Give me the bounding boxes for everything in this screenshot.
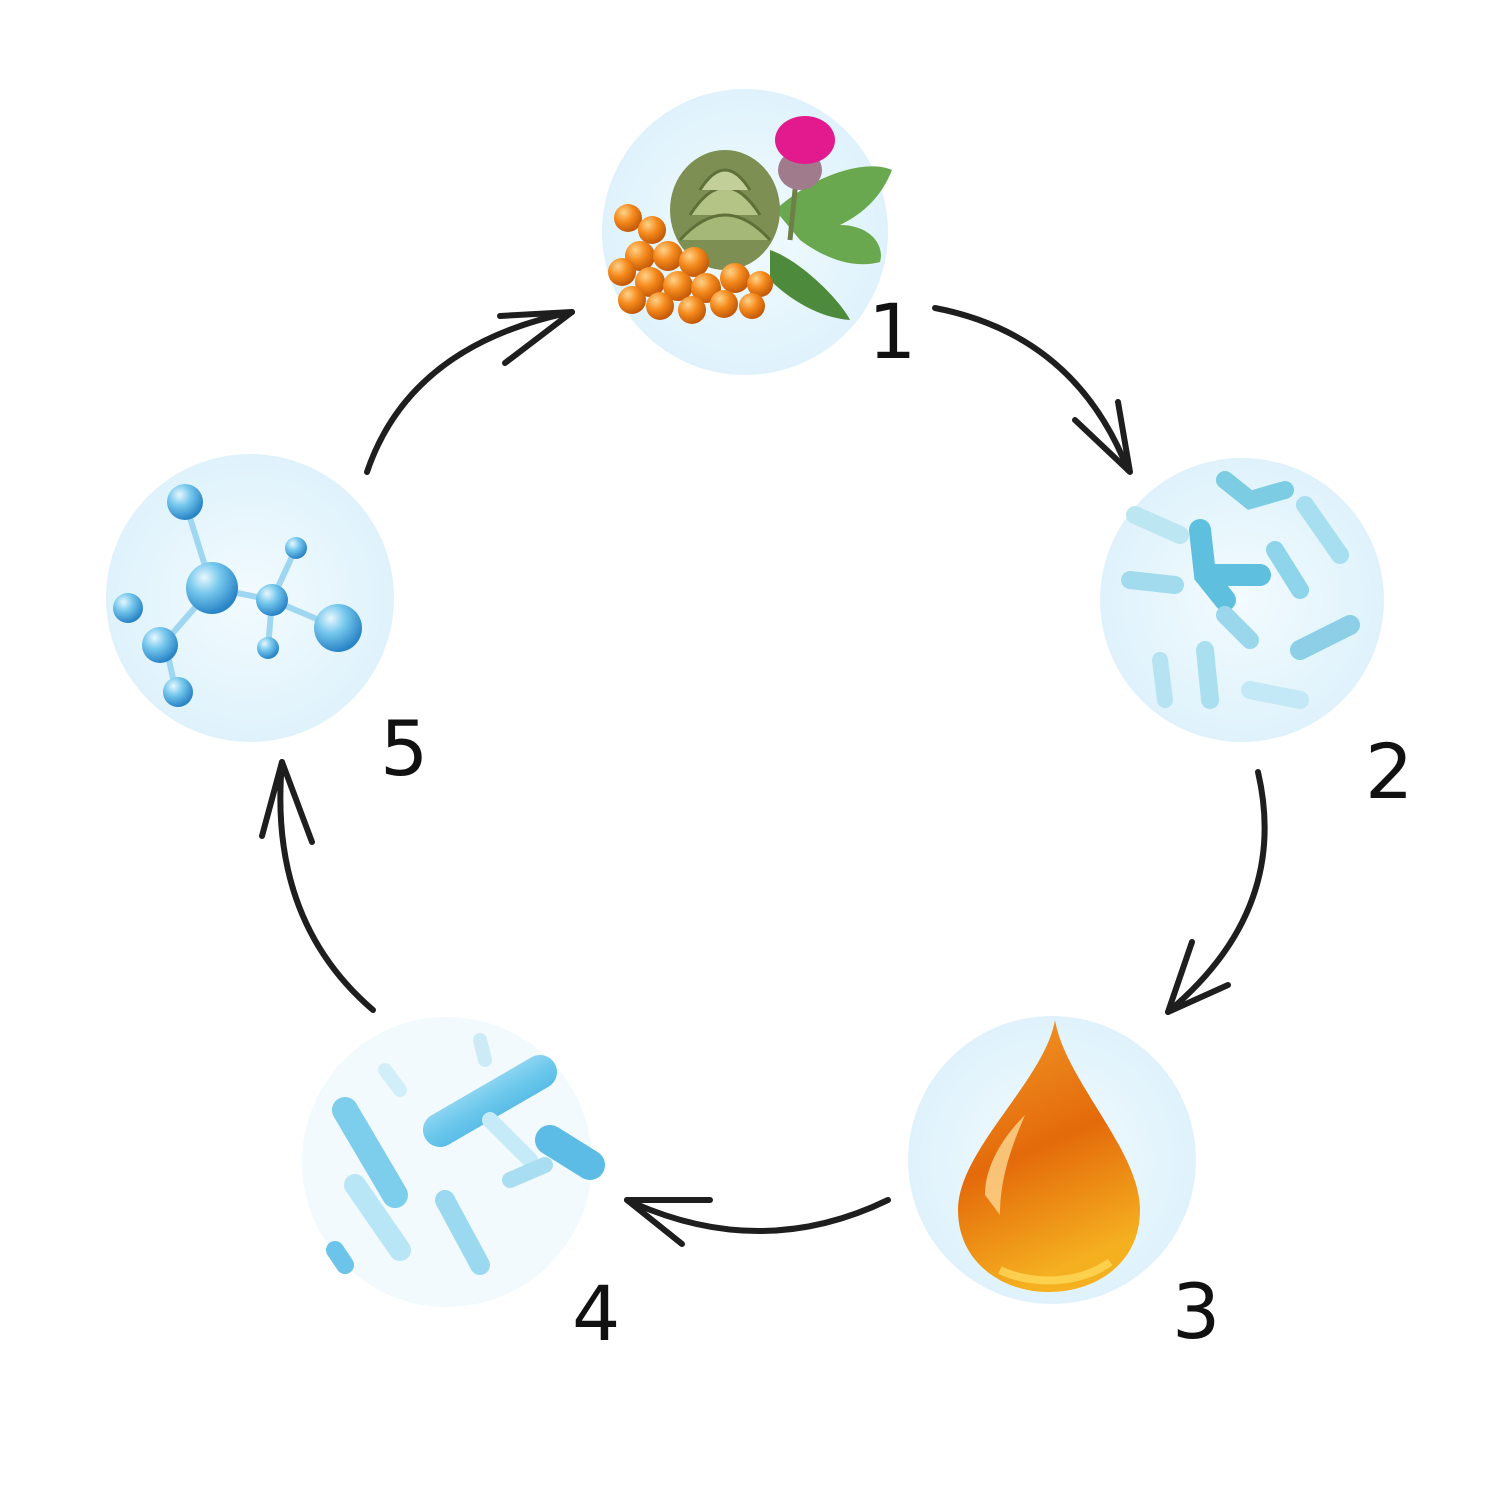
step-5-number: 5 <box>380 704 428 793</box>
step-1-number: 1 <box>868 287 916 376</box>
oil-drop-icon <box>958 1020 1140 1292</box>
step-4-number: 4 <box>572 1269 620 1358</box>
cycle-arrows <box>259 305 1268 1247</box>
rod-bacteria-icon <box>326 1033 605 1275</box>
arrow-5-to-1 <box>364 309 575 475</box>
arrow-4-to-5 <box>277 759 376 1013</box>
molecule-icon <box>113 484 362 707</box>
step-3-number: 3 <box>1172 1267 1220 1356</box>
arrow-2-to-3 <box>1165 769 1268 1015</box>
arrow-2-to-3-head <box>1165 939 1231 1015</box>
arrow-1-to-2-head <box>1072 399 1133 475</box>
arrow-5-to-1-head <box>497 309 575 366</box>
plant-ingredients-icon <box>608 116 892 324</box>
arrow-3-to-4-head <box>624 1197 713 1247</box>
step-2-number: 2 <box>1365 727 1413 816</box>
step-3: 3 <box>908 1016 1220 1356</box>
arrow-4-to-5-head <box>259 759 315 845</box>
arrow-1-to-2 <box>932 305 1131 473</box>
step-5: 5 <box>106 454 428 793</box>
arrow-3-to-4 <box>624 1197 891 1234</box>
step-4: 4 <box>302 1017 620 1358</box>
step-1: 1 <box>602 89 916 376</box>
bacteria-icon <box>1121 471 1360 709</box>
step-2: 2 <box>1100 458 1413 816</box>
